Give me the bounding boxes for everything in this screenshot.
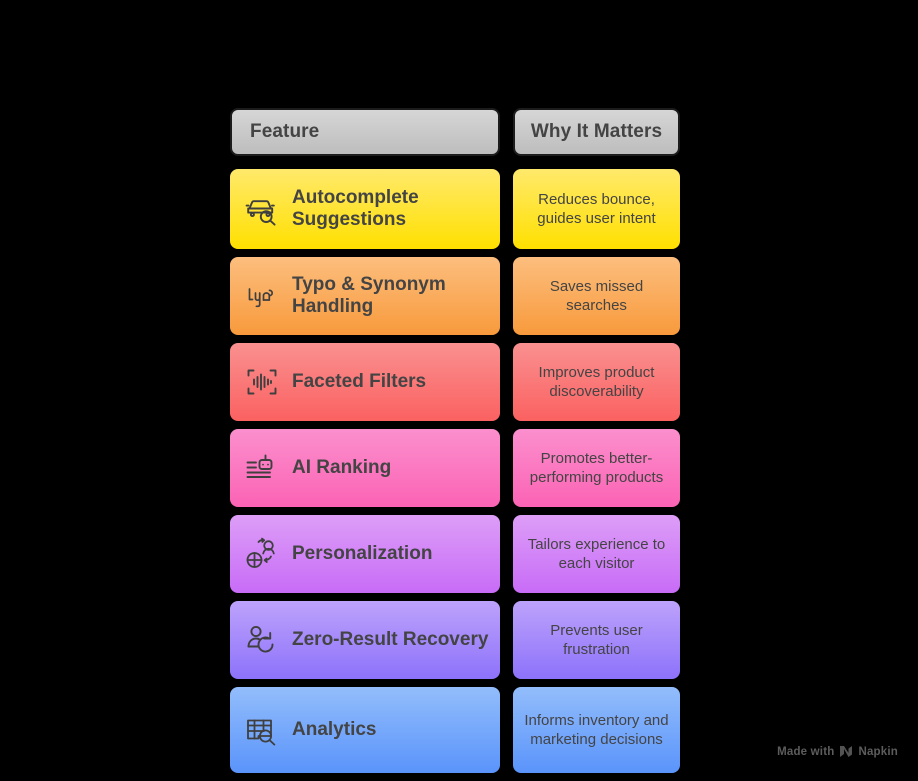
column-header-feature-label: Feature — [250, 121, 320, 142]
watermark-text: Made with — [777, 745, 835, 758]
watermark-brand: Napkin — [858, 745, 898, 758]
feature-label: Personalization — [292, 542, 433, 564]
spelling-glyphs-icon — [244, 278, 280, 314]
table-row: Faceted Filters Improves product discove… — [230, 343, 680, 421]
matters-label: Promotes better-performing products — [529, 449, 664, 486]
column-header-why-it-matters-label: Why It Matters — [530, 121, 663, 142]
feature-label: AI Ranking — [292, 456, 392, 478]
table-row: Typo & Synonym Handling Saves missed sea… — [230, 257, 680, 335]
feature-cell-ai-ranking[interactable]: AI Ranking — [230, 429, 500, 507]
table-row: Analytics Informs inventory and marketin… — [230, 687, 680, 773]
feature-label: Typo & Synonym Handling — [292, 273, 446, 317]
matters-label: Prevents user frustration — [550, 621, 643, 658]
matters-cell-typo-synonym-handling[interactable]: Saves missed searches — [513, 257, 680, 335]
feature-cell-personalization[interactable]: Personalization — [230, 515, 500, 593]
matters-label: Improves product discoverability — [538, 363, 655, 400]
matters-label: Tailors experience to each visitor — [527, 535, 666, 572]
feature-label: Autocomplete Suggestions — [292, 186, 419, 230]
napkin-watermark: Made with Napkin — [777, 745, 898, 758]
feature-cell-zero-result-recovery[interactable]: Zero-Result Recovery — [230, 601, 500, 679]
table-row: Autocomplete Suggestions Reduces bounce,… — [230, 169, 680, 249]
matters-cell-faceted-filters[interactable]: Improves product discoverability — [513, 343, 680, 421]
column-header-why-it-matters: Why It Matters — [513, 108, 680, 156]
feature-cell-analytics[interactable]: Analytics — [230, 687, 500, 773]
matters-cell-personalization[interactable]: Tailors experience to each visitor — [513, 515, 680, 593]
table-row: AI Ranking Promotes better-performing pr… — [230, 429, 680, 507]
feature-cell-autocomplete-suggestions[interactable]: Autocomplete Suggestions — [230, 169, 500, 249]
feature-cell-faceted-filters[interactable]: Faceted Filters — [230, 343, 500, 421]
matters-cell-ai-ranking[interactable]: Promotes better-performing products — [513, 429, 680, 507]
feature-label: Zero-Result Recovery — [292, 628, 489, 650]
table-row: Zero-Result Recovery Prevents user frust… — [230, 601, 680, 679]
globe-person-icon — [244, 536, 280, 572]
feature-label: Faceted Filters — [292, 370, 427, 392]
matters-label: Reduces bounce, guides user intent — [537, 190, 656, 227]
napkin-logo-icon — [839, 745, 853, 758]
waveform-scan-icon — [244, 364, 280, 400]
feature-cell-typo-synonym-handling[interactable]: Typo & Synonym Handling — [230, 257, 500, 335]
feature-label: Analytics — [292, 718, 377, 740]
table-header-row: Feature Why It Matters — [230, 108, 680, 156]
matters-label: Informs inventory and marketing decision… — [524, 711, 669, 748]
table-search-icon — [244, 712, 280, 748]
person-refresh-icon — [244, 622, 280, 658]
matters-cell-zero-result-recovery[interactable]: Prevents user frustration — [513, 601, 680, 679]
robot-list-icon — [244, 450, 280, 486]
matters-cell-analytics[interactable]: Informs inventory and marketing decision… — [513, 687, 680, 773]
car-search-icon — [244, 191, 280, 227]
matters-label: Saves missed searches — [549, 277, 644, 314]
column-header-feature: Feature — [230, 108, 500, 156]
matters-cell-autocomplete-suggestions[interactable]: Reduces bounce, guides user intent — [513, 169, 680, 249]
feature-comparison-table: Feature Why It Matters Autocomplete Su — [230, 108, 680, 781]
table-row: Personalization Tailors experience to ea… — [230, 515, 680, 593]
